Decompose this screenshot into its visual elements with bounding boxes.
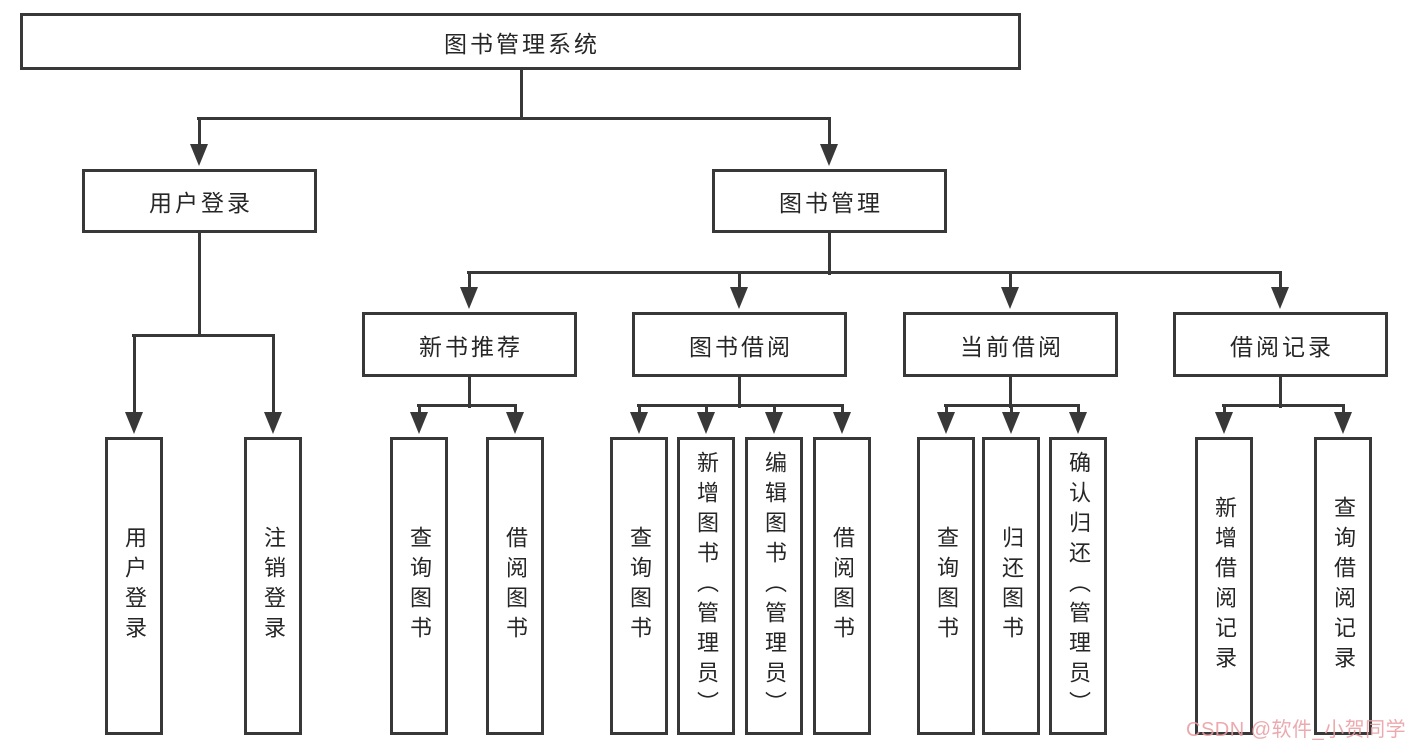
arrow-down-icon: [125, 412, 143, 434]
connector-vertical-line: [1278, 376, 1282, 408]
arrow-tail-line: [271, 335, 275, 412]
arrow-down-icon: [730, 287, 748, 309]
arrow-down-icon: [410, 412, 428, 434]
node-query-books-cur: 查询图书: [917, 437, 975, 735]
connector-vertical-line: [519, 68, 523, 120]
node-query-books: 查询图书: [610, 437, 668, 735]
connector-horizontal-line: [637, 403, 844, 407]
node-root: 图书管理系统: [20, 13, 1021, 70]
arrow-tail-line: [467, 272, 471, 287]
arrow-tail-line: [417, 405, 421, 412]
node-edit-books-admin: 编辑图书（管理员）: [745, 437, 803, 735]
arrow-tail-line: [737, 272, 741, 287]
node-label: 新书推荐: [419, 333, 523, 360]
node-label: 用户登录: [149, 190, 253, 216]
arrow-down-icon: [460, 287, 478, 309]
node-label: 图书管理: [779, 190, 883, 216]
node-label: 查询图书: [934, 526, 959, 646]
arrow-down-icon: [1334, 412, 1352, 434]
arrow-down-icon: [833, 412, 851, 434]
arrow-down-icon: [264, 412, 282, 434]
node-query-borrow-record: 查询借阅记录: [1314, 437, 1372, 735]
node-label: 注销登录: [261, 526, 286, 646]
arrow-tail-line: [1009, 405, 1013, 412]
arrow-down-icon: [1069, 412, 1087, 434]
arrow-tail-line: [944, 405, 948, 412]
node-return-books: 归还图书: [982, 437, 1040, 735]
node-label: 借阅图书: [503, 526, 528, 646]
connector-vertical-line: [467, 376, 471, 408]
arrow-tail-line: [827, 118, 831, 144]
node-label: 查询图书: [407, 526, 432, 646]
node-label: 查询图书: [627, 526, 652, 646]
node-add-borrow-record: 新增借阅记录: [1195, 437, 1253, 735]
arrow-down-icon: [820, 144, 838, 166]
node-label: 借阅记录: [1230, 333, 1334, 360]
arrow-tail-line: [197, 118, 201, 144]
arrow-tail-line: [637, 405, 641, 412]
arrow-down-icon: [1002, 412, 1020, 434]
node-label: 借阅图书: [830, 526, 855, 646]
arrow-down-icon: [1001, 287, 1019, 309]
arrow-tail-line: [1341, 405, 1345, 412]
node-label: 新增图书（管理员）: [694, 451, 719, 721]
connector-vertical-line: [197, 232, 201, 337]
node-label: 查询借阅记录: [1331, 496, 1356, 676]
arrow-tail-line: [1008, 272, 1012, 287]
arrow-tail-line: [1222, 405, 1226, 412]
arrow-tail-line: [132, 335, 136, 412]
node-add-books-admin: 新增图书（管理员）: [677, 437, 735, 735]
connector-vertical-line: [1008, 376, 1012, 408]
arrow-down-icon: [506, 412, 524, 434]
node-label: 当前借阅: [960, 333, 1064, 360]
arrow-down-icon: [697, 412, 715, 434]
node-new-book-recommend: 新书推荐: [362, 312, 577, 377]
connector-vertical-line: [737, 376, 741, 408]
node-borrow-books: 借阅图书: [813, 437, 871, 735]
node-borrowing-records: 借阅记录: [1173, 312, 1388, 377]
arrow-down-icon: [1271, 287, 1289, 309]
node-label: 用户登录: [122, 526, 147, 646]
node-book-management: 图书管理: [712, 169, 947, 233]
node-confirm-return-admin: 确认归还（管理员）: [1049, 437, 1107, 735]
node-label: 编辑图书（管理员）: [762, 451, 787, 721]
arrow-down-icon: [190, 144, 208, 166]
node-label: 确认归还（管理员）: [1066, 451, 1091, 721]
arrow-tail-line: [772, 405, 776, 412]
node-label: 图书管理系统: [444, 30, 600, 57]
arrow-tail-line: [1278, 272, 1282, 287]
connector-horizontal-line: [417, 403, 517, 407]
arrow-down-icon: [937, 412, 955, 434]
connector-horizontal-line: [197, 116, 831, 120]
node-current-borrowing: 当前借阅: [903, 312, 1118, 377]
connector-vertical-line: [827, 232, 831, 275]
connector-horizontal-line: [467, 270, 1282, 274]
arrow-tail-line: [840, 405, 844, 412]
node-label: 新增借阅记录: [1212, 496, 1237, 676]
node-login-user: 用户登录: [105, 437, 163, 735]
arrow-down-icon: [630, 412, 648, 434]
arrow-down-icon: [1215, 412, 1233, 434]
node-book-borrowing: 图书借阅: [632, 312, 847, 377]
arrow-tail-line: [704, 405, 708, 412]
watermark-csdn: CSDN @软件_小贺同学: [1186, 719, 1405, 741]
arrow-tail-line: [513, 405, 517, 412]
node-user-login: 用户登录: [82, 169, 317, 233]
arrow-tail-line: [1076, 405, 1080, 412]
connector-horizontal-line: [132, 333, 275, 337]
connector-horizontal-line: [1222, 403, 1345, 407]
node-borrow-books-rec: 借阅图书: [486, 437, 544, 735]
node-query-books-rec: 查询图书: [390, 437, 448, 735]
arrow-down-icon: [765, 412, 783, 434]
node-label: 图书借阅: [689, 333, 793, 360]
node-logout-user: 注销登录: [244, 437, 302, 735]
node-label: 归还图书: [999, 526, 1024, 646]
